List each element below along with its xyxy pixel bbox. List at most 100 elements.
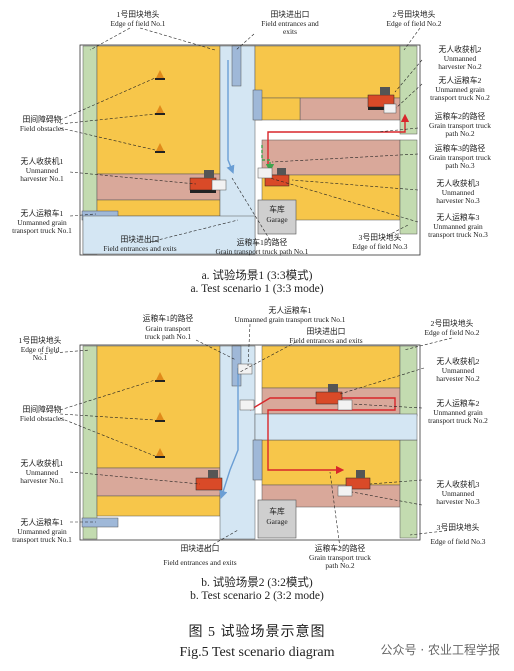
harvester-3-label-en2: harvester No.3 [436,497,480,506]
scenario-2-caption-cn: b. 试验场景2 (3:2模式) [201,577,313,589]
edge-field-1-label-cn: 1号田块地头 [117,9,160,19]
field-obstacle-icon [155,372,165,458]
edge-field-1-label-cn: 1号田块地头 [19,335,62,345]
entrance-top-label-en: Field entrances and exits [289,336,362,345]
truck-2-label-en2: transport truck No.2 [428,416,488,425]
entrance-bottom-label-cn: 田块进出口 [181,543,220,553]
edge-field-1-label-en1: Edge of field [21,345,60,354]
entrance-top-label-cn: 田块进出口 [271,9,310,19]
truck-2-label-cn: 无人运粮车2 [437,398,480,408]
path-2-label-cn: 运粮车2的路径 [435,111,486,121]
path-1-label-en2: truck path No.1 [145,332,191,341]
scenario-2-panel: 车库 Garage [12,305,488,570]
harvester-2-label-en2: harvester No.2 [436,374,480,383]
scenario-1-panel: 车库 Garage [12,9,491,256]
garage-label-en: Garage [266,517,288,526]
truck-1-label-en1: Unmanned grain [17,218,67,227]
road-bottom [82,215,256,255]
edge-field-3-label-en: Edge of field No.3 [352,242,407,251]
truck-1-label-en2: transport truck No.1 [12,226,72,235]
entrance-top-label-en1: Field entrances and [261,19,319,28]
garage-label-cn: 车库 [269,506,285,516]
garage [257,199,297,235]
path-2-label-en2: path No.2 [325,561,354,570]
field-entrance-right [252,89,263,121]
field-2-edge [399,45,418,135]
road-horizontal [254,413,418,441]
path-2-label-en2: path No.2 [445,129,474,138]
truck-2-label-en1: Unmanned grain [433,408,483,417]
figure-caption-en: Fig.5 Test scenario diagram [179,645,335,660]
truck-2-label-en2: transport truck No.2 [430,93,490,102]
edge-field-2-label-cn: 2号田块地头 [431,318,474,328]
garage [257,499,297,539]
obstacles-label-cn: 田间障碍物 [23,404,62,414]
field-1-unharvested [96,345,221,469]
harvester-1-icon [189,170,217,193]
path-3-label-en1: Grain transport truck [429,153,491,162]
grain-truck-icon [211,103,397,191]
obstacles-label-en: Field obstacles [20,414,64,423]
entrance-top-label-cn: 田块进出口 [307,326,346,336]
edge-field-3-label-cn: 3号田块地头 [437,522,480,532]
truck-2-label-cn: 无人运粮车2 [439,75,482,85]
truck-2-label-en1: Unmanned grain [435,85,485,94]
field-1-unharvested-lower [96,495,221,517]
harvester-2-label-cn: 无人收获机2 [437,356,480,366]
harvester-3-label-cn: 无人收获机3 [437,479,480,489]
harvester-1-icon [195,470,223,491]
field-obstacle-icon [155,70,165,153]
truck-1-top-label-en: Unmanned grain transport truck No.1 [234,315,345,324]
truck-path-2 [249,397,396,475]
path-2-label-en1: Grain transport truck [309,553,371,562]
entrance-top-label-en2: exits [283,27,297,36]
path-2-label-en1: Grain transport truck [429,121,491,130]
entrance-bottom-label-en: Field entrances and exits [103,244,176,253]
scenario-1-caption-en: a. Test scenario 1 (3:3 mode) [190,283,324,295]
truck-path-1 [226,60,235,174]
path-3-label-en2: path No.3 [445,161,474,170]
watermark: 公众号 · 农业工程学报 [380,643,500,657]
field-entrance-right [252,439,263,481]
field-entrance-bottom-left [81,517,119,528]
truck-path-3 [261,145,275,173]
harvester-1-label-en2: harvester No.1 [20,476,64,485]
harvester-3-label-en1: Unmanned [442,188,475,197]
field-1-edge [82,345,98,540]
edge-field-1-label-en2: No.1 [33,353,48,362]
harvester-2-label-en1: Unmanned [444,54,477,63]
harvester-3-label-en2: harvester No.3 [436,196,480,205]
harvester-2-label-en1: Unmanned [442,366,475,375]
truck-path-2 [267,113,410,165]
truck-1-bottom-label-en2: transport truck No.1 [12,535,72,544]
edge-field-2-label-en: Edge of field No.2 [386,19,441,28]
truck-1-top-label-cn: 无人运粮车1 [269,305,312,315]
harvester-1-label-en1: Unmanned [26,468,59,477]
truck-path-1 [219,368,239,500]
truck-1-bottom-label-cn: 无人运粮车1 [21,517,64,527]
field-entrance-top [231,45,242,87]
harvester-2-icon [315,384,343,405]
edge-field-2-label-cn: 2号田块地头 [393,9,436,19]
field-3-edge [399,439,418,539]
edge-field-1-label-en: Edge of field No.1 [110,19,165,28]
entrance-bottom-label-cn: 田块进出口 [121,234,160,244]
harvester-2-label-cn: 无人收获机2 [439,44,482,54]
field-2-edge [399,345,418,417]
scenario-2-caption-en: b. Test scenario 2 (3:2 mode) [190,590,324,602]
harvester-3-icon [264,168,290,187]
edge-field-2-label-en: Edge of field No.2 [424,328,479,337]
truck-3-label-en2: transport truck No.3 [428,230,488,239]
path-1-label-cn: 运粮车1的路径 [237,237,288,247]
harvester-3-label-en1: Unmanned [442,489,475,498]
harvester-1-label-cn: 无人收获机1 [21,458,64,468]
entrance-bottom-label-en: Field entrances and exits [163,558,236,567]
leader-lines [39,323,453,553]
harvester-3-icon [345,470,371,490]
obstacles-label-en: Field obstacles [20,124,64,133]
path-1-label-en: Grain transport truck path No.1 [216,247,309,256]
obstacles-label-cn: 田间障碍物 [23,114,62,124]
edge-field-3-label-en: Edge of field No.3 [430,537,485,546]
harvester-1-label-en1: Unmanned [26,166,59,175]
